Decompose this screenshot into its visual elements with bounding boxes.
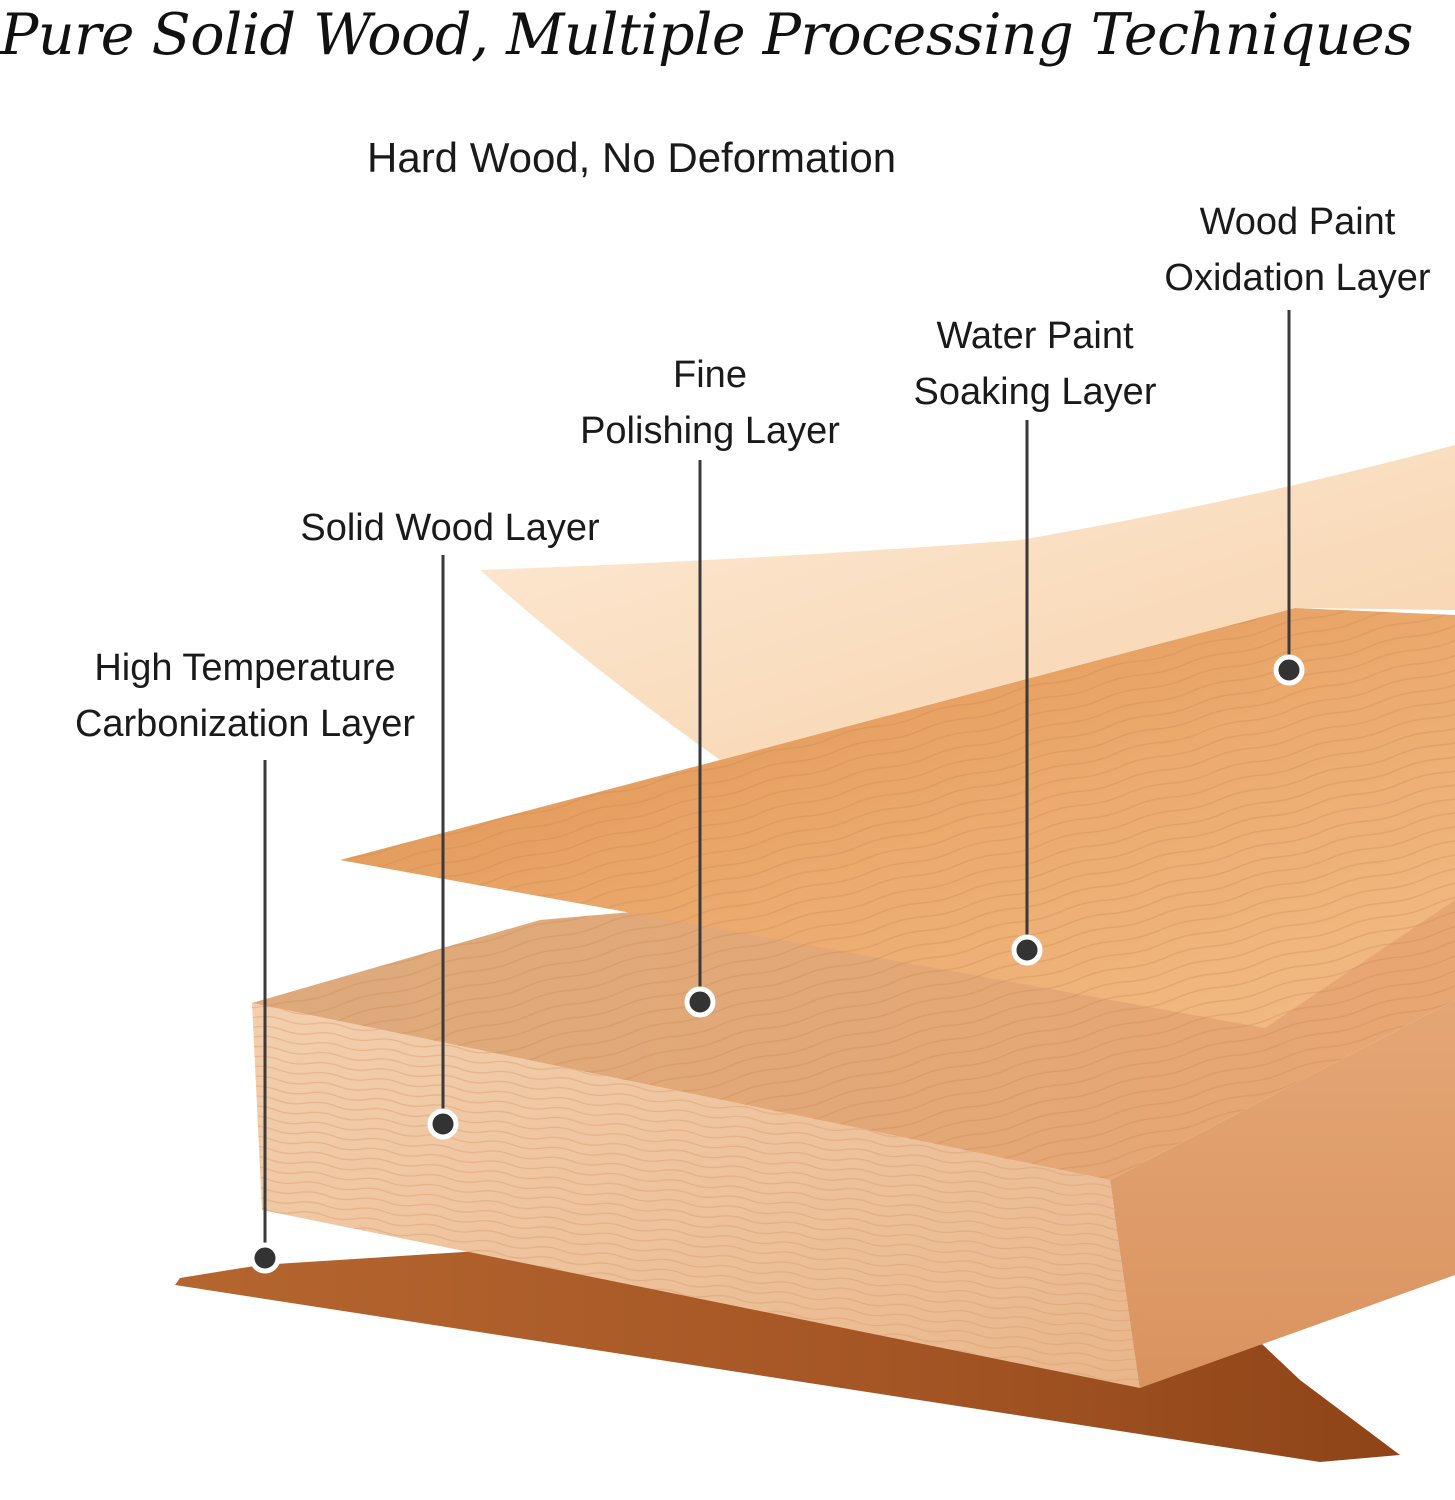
label-water-paint-soaking: Water Paint Soaking Layer: [913, 315, 1157, 413]
oxidation-marker: [1273, 654, 1305, 686]
soaking-marker: [1011, 934, 1043, 966]
label-wood-paint-oxidation: Wood Paint Oxidation Layer: [1164, 201, 1431, 299]
label-solid-wood: Solid Wood Layer: [300, 507, 600, 549]
carbonization-marker: [249, 1242, 281, 1274]
page-title: Pure Solid Wood, Multiple Processing Tec…: [0, 2, 1413, 68]
oxidation-layer-sheet: [480, 445, 1455, 760]
solid-wood-board-side: [1110, 1000, 1455, 1388]
label-high-temperature-carbonization: High Temperature Carbonization Layer: [74, 647, 416, 745]
label-fine-polishing: Fine Polishing Layer: [580, 354, 840, 452]
subtitle: Hard Wood, No Deformation: [367, 134, 897, 181]
solid-wood-marker: [427, 1108, 459, 1140]
polishing-marker: [684, 986, 716, 1018]
